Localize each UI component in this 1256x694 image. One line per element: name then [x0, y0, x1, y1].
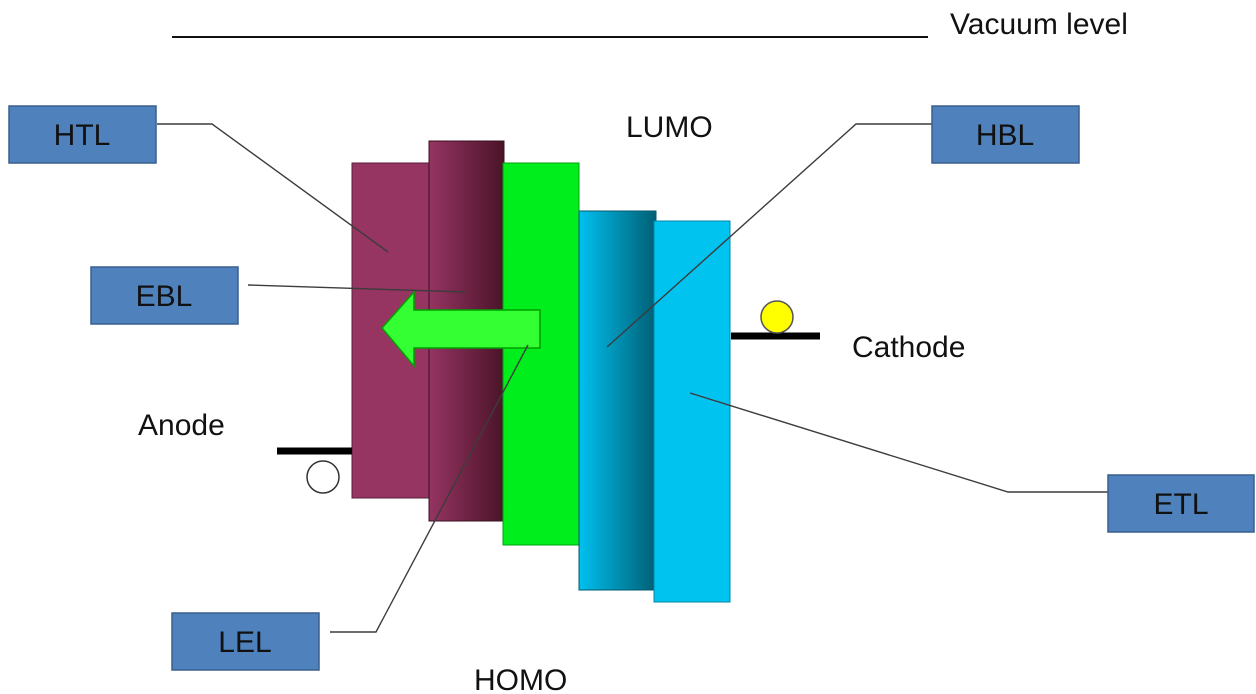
- lel-leader-line: [330, 344, 529, 633]
- etl-leader-line: [689, 392, 1108, 493]
- ebl-box-label: EBL: [136, 280, 193, 313]
- htl-box: HTL: [8, 105, 157, 164]
- htl-leader-line: [157, 123, 389, 253]
- lel-box: LEL: [171, 612, 320, 671]
- exciton-arrow-icon: [381, 290, 541, 369]
- homo-label: HOMO: [474, 664, 567, 694]
- cathode-label: Cathode: [852, 331, 965, 364]
- anode-label: Anode: [138, 409, 225, 442]
- lel-layer: [502, 162, 580, 546]
- ebl-leader-line: [247, 284, 467, 293]
- lel-box-label: LEL: [218, 626, 271, 659]
- hbl-layer: [578, 210, 657, 591]
- hbl-box: HBL: [931, 105, 1080, 164]
- etl-box-label: ETL: [1153, 488, 1208, 521]
- hbl-box-label: HBL: [976, 119, 1034, 152]
- cathode-particle-icon: [760, 300, 794, 334]
- etl-layer: [653, 220, 731, 603]
- etl-box: ETL: [1107, 474, 1255, 533]
- htl-box-label: HTL: [54, 119, 111, 152]
- anode-particle-icon: [306, 460, 340, 494]
- ebl-box: EBL: [90, 266, 239, 325]
- vacuum-level-label: Vacuum level: [950, 8, 1128, 41]
- hbl-leader-line: [606, 123, 932, 348]
- lumo-label: LUMO: [626, 111, 713, 144]
